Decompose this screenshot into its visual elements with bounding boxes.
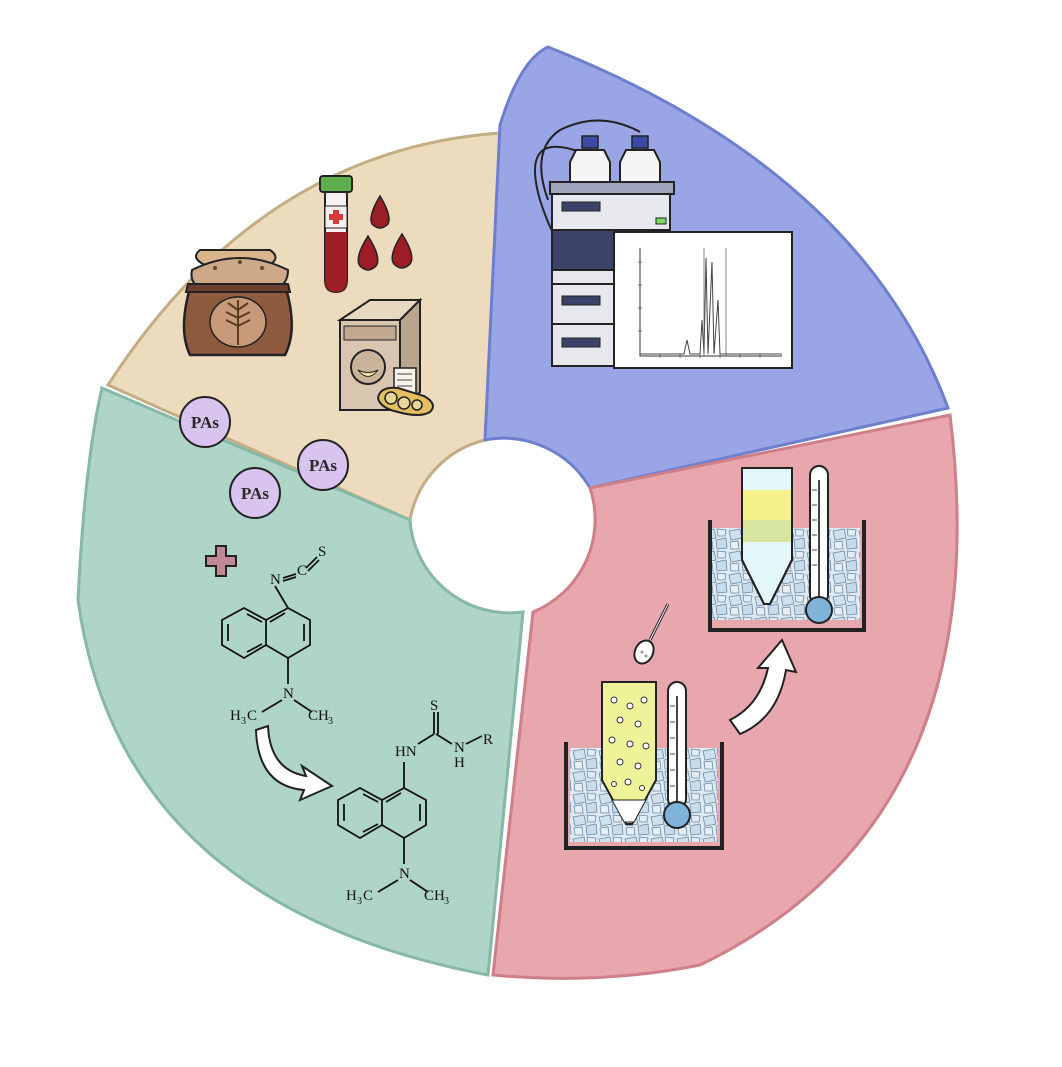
svg-text:CH: CH — [424, 888, 445, 904]
svg-text:3: 3 — [328, 716, 333, 727]
svg-text:S: S — [318, 544, 326, 560]
svg-text:C: C — [297, 563, 307, 579]
blood-drops-icon — [357, 194, 413, 271]
svg-text:HN: HN — [395, 744, 417, 760]
reagent-labels: N C S N H 3 C CH 3 — [230, 544, 333, 727]
centrifuge-tube-icon — [601, 681, 657, 825]
milk-powder-box-icon — [336, 297, 423, 413]
analyte-badge: PAs — [229, 467, 281, 519]
svg-text:N: N — [454, 740, 465, 756]
centrifuge-tube-icon — [741, 467, 793, 605]
svg-text:PAs: PAs — [309, 456, 337, 475]
svg-text:C: C — [247, 708, 257, 724]
svg-text:N: N — [270, 572, 281, 588]
svg-text:3: 3 — [241, 716, 246, 727]
svg-text:R: R — [483, 732, 493, 748]
analyte-badge: PAs — [297, 439, 349, 491]
spatula-icon — [633, 603, 670, 665]
reagent-structure — [221, 556, 320, 713]
svg-text:H: H — [346, 888, 357, 904]
svg-text:N: N — [399, 866, 410, 882]
svg-text:C: C — [363, 888, 373, 904]
extraction-segment — [491, 413, 959, 980]
thermometer-icon — [663, 681, 691, 829]
svg-text:3: 3 — [357, 896, 362, 907]
plus-sign — [205, 545, 237, 577]
svg-text:PAs: PAs — [191, 413, 219, 432]
analyte-badge: PAs — [179, 396, 231, 448]
curved-arrow-icon — [728, 638, 798, 736]
svg-text:H: H — [230, 708, 241, 724]
grain-sack-icon — [182, 249, 293, 357]
soybean-pod-icon — [376, 386, 434, 416]
svg-text:N: N — [283, 686, 294, 702]
svg-text:S: S — [430, 698, 438, 714]
svg-text:3: 3 — [444, 896, 449, 907]
curved-arrow-icon — [254, 724, 335, 802]
svg-text:PAs: PAs — [241, 484, 269, 503]
blood-tube-icon — [319, 175, 353, 294]
derivatization-segment — [76, 385, 525, 977]
product-labels: S HN N H R N H 3 C CH 3 — [346, 698, 493, 907]
svg-text:H: H — [454, 755, 465, 771]
chromatogram-icon — [613, 231, 793, 369]
svg-text:CH: CH — [308, 708, 329, 724]
thermometer-icon — [805, 465, 833, 624]
product-structure — [337, 712, 483, 893]
